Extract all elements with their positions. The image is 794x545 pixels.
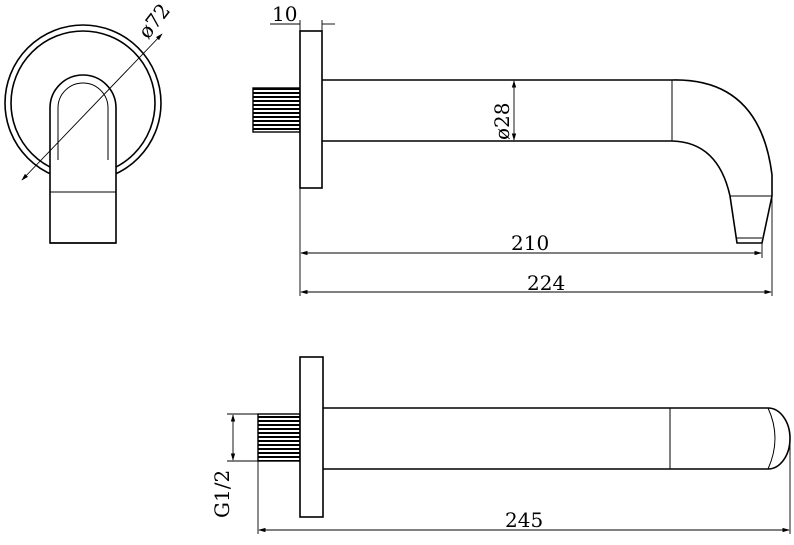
spout-outlet-tip: [729, 195, 773, 244]
flange-thickness-label: 10: [272, 2, 297, 26]
spout-bend-inner: [671, 140, 731, 197]
spout-bend-outer: [671, 79, 773, 196]
wall-flange: [299, 30, 323, 189]
front-view: ø72: [4, 0, 175, 244]
top-pipe-end-inner: [767, 407, 776, 470]
overall-length-label: 224: [527, 271, 565, 295]
top-view: G1/2 245: [210, 356, 791, 534]
top-length-label: 245: [505, 508, 543, 532]
pipe-diameter-label: ø28: [490, 103, 514, 141]
thread-stub: [252, 87, 301, 133]
side-view: 10 ø28 210 224: [252, 2, 773, 296]
thread-label: G1/2: [210, 470, 234, 518]
wall-flange-top: [299, 356, 324, 518]
diameter-label: ø72: [133, 0, 175, 43]
diameter-dimension-line: [21, 33, 163, 181]
thread-stub-top: [257, 413, 301, 462]
spout-front-silhouette: [49, 74, 117, 244]
projection-label: 210: [511, 231, 549, 255]
